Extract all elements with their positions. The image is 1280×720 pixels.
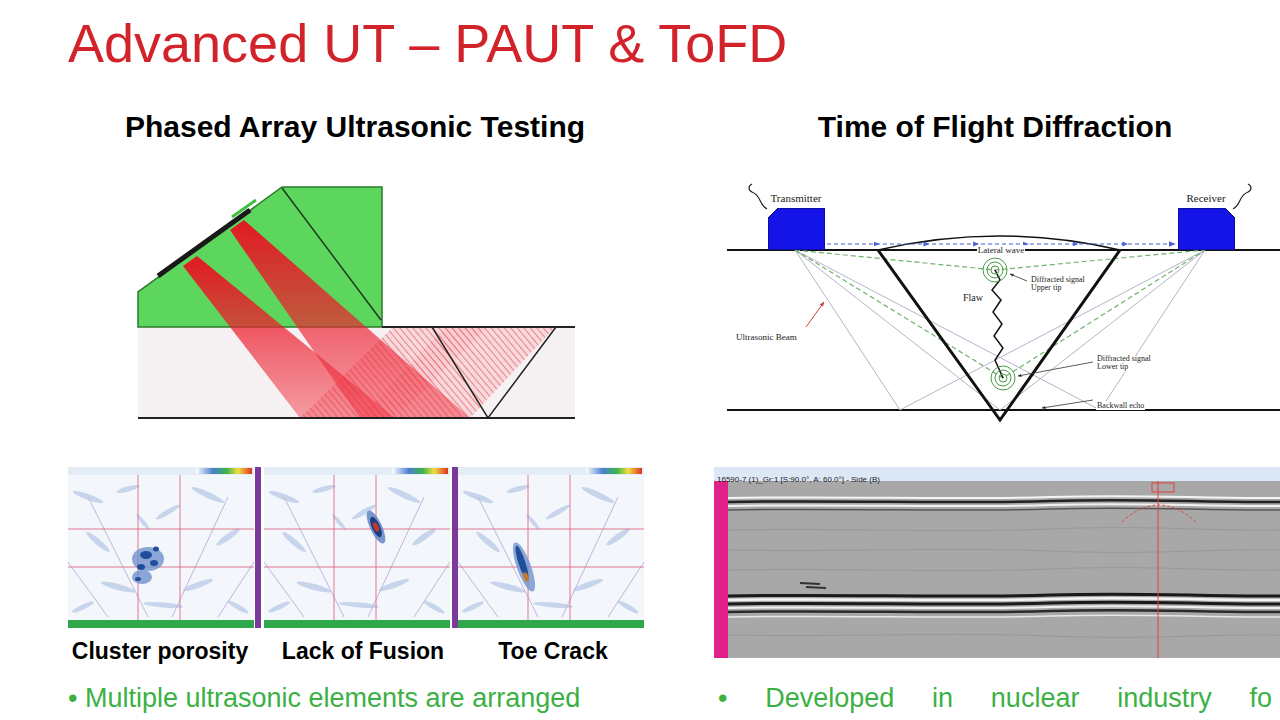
label-holder: Toe Crack <box>253 638 853 664</box>
probe-shape <box>768 208 825 250</box>
section-heading: Time of Flight Diffraction <box>818 110 1172 145</box>
signal-label: Diffracted signal Upper tip <box>1030 276 1088 293</box>
backwall-label: Backwall echo <box>1096 401 1145 410</box>
label-holder: Ultrasonic Beam <box>735 326 798 344</box>
probe-box <box>768 208 825 250</box>
bullet-text: • Multiple ultrasonic elements are arran… <box>68 683 580 714</box>
signal-label: Diffracted signal Lower tip <box>1096 355 1154 372</box>
transducer-node: Transmitter <box>765 192 827 250</box>
probe-label: Transmitter <box>771 192 822 205</box>
section-heading: Phased Array Ultrasonic Testing <box>125 110 585 145</box>
transducer-node: Receiver <box>1175 192 1237 250</box>
probe-label: Receiver <box>1186 192 1225 205</box>
label-holder: • Multiple ultrasonic elements are arran… <box>68 683 580 714</box>
tofd-illustration <box>727 184 1280 420</box>
label-holder: • Developed in nuclear industry fo <box>718 683 1272 714</box>
scan-header: 16590-7 (1)_Gr:1 [S:90.0°, A: 60.0°] - S… <box>717 475 880 484</box>
image-caption: Lack of Fusion <box>282 638 444 664</box>
paut-scan-images <box>68 467 644 628</box>
label-holder: Phased Array Ultrasonic Testing <box>55 110 655 145</box>
image-caption: Cluster porosity <box>72 638 248 664</box>
beam-label: Ultrasonic Beam <box>735 332 798 342</box>
wave-label: Lateral wave <box>977 245 1026 255</box>
tofd-scan-image <box>714 467 1280 658</box>
image-caption: Toe Crack <box>498 638 608 664</box>
paut-illustration <box>138 187 575 418</box>
bullet-text: • Developed in nuclear industry fo <box>718 683 1272 714</box>
label-holder: Time of Flight Diffraction <box>695 110 1280 145</box>
flaw-label: Flaw <box>962 292 984 304</box>
title-holder: Advanced UT – PAUT & ToFD <box>68 12 787 74</box>
probe-shape <box>1178 208 1235 250</box>
label-holder: 16590-7 (1)_Gr:1 [S:90.0°, A: 60.0°] - S… <box>717 468 880 486</box>
label-holder: Diffracted signal Lower tip <box>1096 355 1154 373</box>
probe-box <box>1178 208 1235 250</box>
label-holder: Backwall echo <box>1096 394 1145 412</box>
edge-label-holder: Lateral wave <box>977 239 1026 257</box>
slide-title: Advanced UT – PAUT & ToFD <box>68 12 787 74</box>
label-holder: Diffracted signal Upper tip <box>1030 276 1088 294</box>
label-holder: Flaw <box>962 287 984 305</box>
